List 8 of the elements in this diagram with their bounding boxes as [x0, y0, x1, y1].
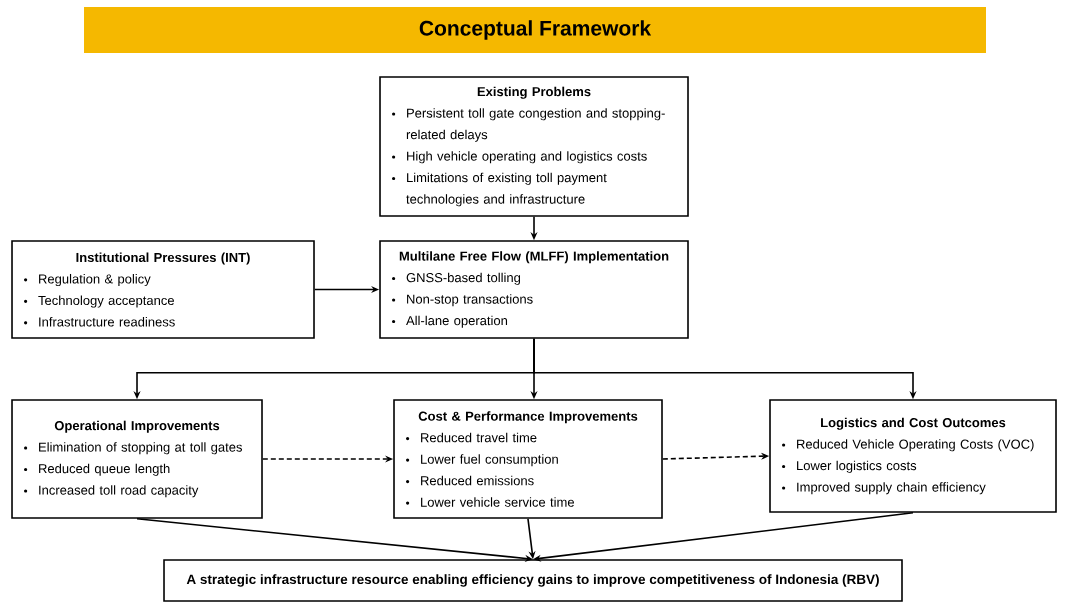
- framework-box: Operational Improvements Elimination of stopping at toll gates Reduced queue length Increased toll road capacity: [11, 399, 263, 519]
- framework-box: Multilane Free Flow (MLFF) Implementation GNSS-based tolling Non-stop transactions All-lane operation: [379, 240, 689, 339]
- framework-box: A strategic infrastructure resource enabling efficiency gains to improve competitiveness of Indonesia (RBV): [163, 559, 903, 602]
- framework-box: Cost & Performance Improvements Reduced travel time Lower fuel consumption Reduced emissions Lower vehicle service time: [393, 399, 663, 519]
- framework-box: Existing Problems Persistent toll gate congestion and stopping-related delays High vehicle operating and logistics costs Limitations of existing toll payment technologies and infrastructure: [379, 76, 689, 217]
- framework-box: Institutional Pressures (INT) Regulation & policy Technology acceptance Infrastructure readiness: [11, 240, 315, 339]
- framework-box: Logistics and Cost Outcomes Reduced Vehicle Operating Costs (VOC) Lower logistics costs Improved supply chain efficiency: [769, 399, 1057, 513]
- title-banner: Conceptual Framework: [84, 7, 986, 53]
